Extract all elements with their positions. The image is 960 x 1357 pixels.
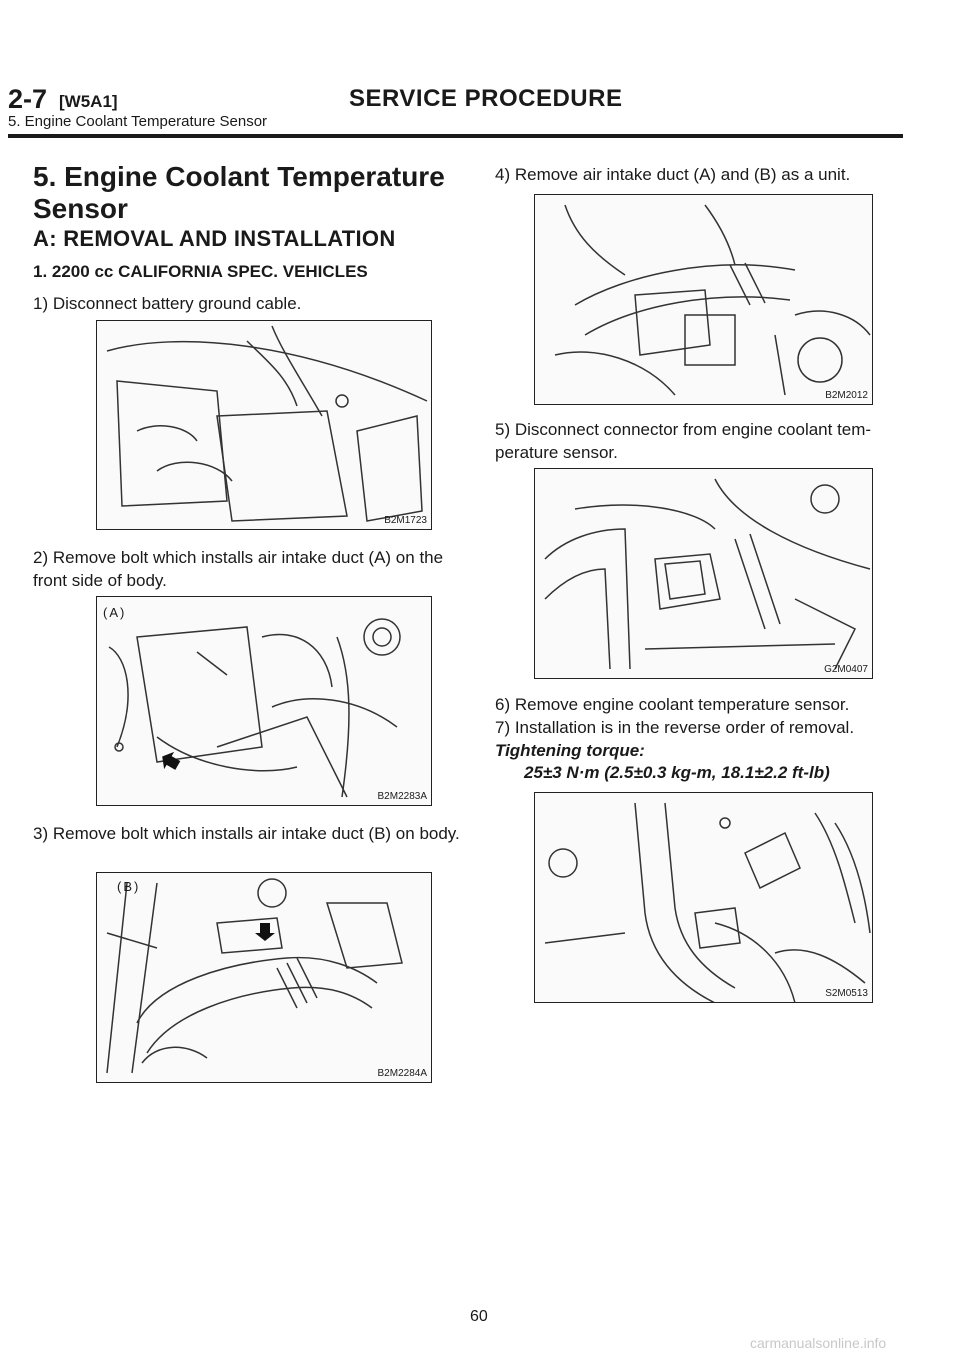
figure-code: B2M2283A — [377, 791, 427, 802]
figure-code: B2M1723 — [384, 515, 427, 526]
torque-label: Tightening torque: — [495, 741, 645, 760]
figure-sensor-connector: G2M0407 — [534, 468, 873, 679]
step-3: 3) Remove bolt which installs air intake… — [33, 824, 460, 843]
figure-code: S2M0513 — [825, 988, 868, 999]
step-5: 5) Disconnect connector from engine cool… — [495, 420, 872, 462]
figure-sensor-installation: S2M0513 — [534, 792, 873, 1003]
figure-installation-illustration — [544, 802, 871, 1002]
header-subtitle: 5. Engine Coolant Temperature Sensor — [8, 113, 268, 130]
figure-duct-removal: B2M2012 — [534, 194, 873, 405]
figure-battery-ground: B2M1723 — [96, 320, 432, 530]
duct-b-label: (B) — [117, 879, 141, 894]
figure-code: B2M2284A — [377, 1068, 427, 1079]
figure-code: G2M0407 — [824, 664, 868, 675]
step-2: 2) Remove bolt which installs air intake… — [33, 548, 444, 590]
figure-duct-a-illustration — [108, 618, 401, 798]
figure-battery-illustration — [106, 325, 428, 522]
section-number: 2-7 — [8, 84, 48, 114]
watermark: carmanualsonline.info — [750, 1335, 887, 1351]
section-subheading: A: REMOVAL AND INSTALLATION — [33, 226, 396, 251]
figure-duct-removal-illustration — [554, 204, 871, 396]
duct-a-label: (A) — [103, 605, 127, 620]
section-heading: 5. Engine Coolant Temperature Sensor — [33, 161, 445, 224]
page-number: 60 — [470, 1308, 488, 1325]
section-code: [W5A1] — [59, 92, 118, 111]
figure-intake-duct-b: (B) B2M2284A — [96, 872, 432, 1083]
figure-code: B2M2012 — [825, 390, 868, 401]
figure-duct-b-illustration — [106, 878, 403, 1074]
figure-intake-duct-a: (A) B2M2283A — [96, 596, 432, 806]
vehicle-spec-heading: 1. 2200 cc CALIFORNIA SPEC. VEHICLES — [33, 262, 368, 281]
header-rule — [8, 134, 903, 138]
step-7: 7) Installation is in the reverse order … — [495, 718, 855, 737]
torque-value: 25±3 N·m (2.5±0.3 kg-m, 18.1±2.2 ft-lb) — [524, 763, 830, 782]
step-4: 4) Remove air intake duct (A) and (B) as… — [495, 165, 851, 184]
header-title: SERVICE PROCEDURE — [349, 85, 623, 112]
step-6: 6) Remove engine coolant temperature sen… — [495, 695, 850, 714]
figure-connector-illustration — [544, 478, 871, 670]
step-1: 1) Disconnect battery ground cable. — [33, 294, 302, 313]
